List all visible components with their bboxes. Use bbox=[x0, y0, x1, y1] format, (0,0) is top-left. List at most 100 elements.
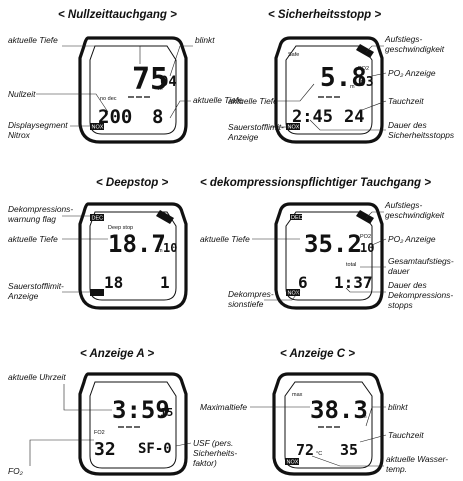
chip-text: NOX bbox=[288, 125, 300, 131]
depth-value: 35.2 bbox=[304, 230, 362, 258]
deco-flag-text: DEC bbox=[291, 215, 303, 221]
label-gesamtaufstiegs: Gesamtaufstiegs- bbox=[388, 256, 454, 266]
depth-unit: m bbox=[350, 84, 355, 90]
temp-unit: °C bbox=[316, 451, 322, 457]
ascent-rate-bar bbox=[356, 44, 374, 58]
label-aktuelle-uhrzeit: aktuelle Uhrzeit bbox=[8, 372, 66, 382]
dive-time: 8 bbox=[152, 106, 163, 128]
dive-computer-display: 75 m 04 no dec 200 8 NOX bbox=[78, 36, 188, 144]
label-aktuelle-tiefe: aktuelle Tiefe bbox=[200, 234, 250, 244]
dive-time: 24 bbox=[344, 107, 364, 127]
time-value: 3:59 bbox=[112, 396, 170, 424]
nitrox-segment bbox=[90, 123, 104, 130]
label-po2-anzeige: PO₂ Anzeige bbox=[388, 234, 436, 244]
depth-unit: m bbox=[356, 248, 361, 254]
panel-anzeige-c: < Anzeige C > max 38.3 m 72 °C 35 NOX Ma… bbox=[200, 348, 448, 476]
deco-flag bbox=[290, 214, 302, 220]
panel-title: < Sicherheitsstopp > bbox=[268, 9, 381, 21]
deco-depth: 6 bbox=[298, 273, 308, 292]
deep-stop-depth: 18 bbox=[104, 273, 123, 292]
max-header: max bbox=[292, 392, 303, 398]
dive-time-value: 35 bbox=[340, 441, 358, 459]
label-maximaltiefe: Maximaltiefe bbox=[200, 402, 247, 412]
label-usf: USF (pers. bbox=[193, 438, 233, 448]
panel-deepstop: < Deepstop > DEC Deep stop 18.7 m 10 18 … bbox=[7, 177, 188, 310]
ascent-rate-bar bbox=[356, 210, 374, 224]
label-aktuelle-tiefe: aktuelle Tiefe bbox=[228, 96, 278, 106]
dive-computer-display: DEC 35.2 m PO2 10 total 6 1:37 NOX bbox=[274, 202, 384, 310]
label-stopps: stopps bbox=[388, 300, 413, 310]
label-geschwindigkeit: geschwindigkeit bbox=[385, 44, 445, 54]
label-anzeige: Anzeige bbox=[7, 291, 39, 301]
label-warnung-flag: warnung flag bbox=[8, 214, 56, 224]
label-dekompressions: Dekompressions- bbox=[8, 204, 73, 214]
panel-title: < Anzeige C > bbox=[280, 348, 355, 360]
label-fo2: FO₂ bbox=[8, 466, 24, 476]
deco-warning-flag bbox=[90, 214, 104, 221]
po2-value: 03 bbox=[358, 75, 374, 90]
dive-computer-display: DEC Deep stop 18.7 m 10 18 1 bbox=[78, 202, 188, 310]
label-sauerstofflimit: Sauerstofflimit- bbox=[8, 281, 64, 291]
safe-stop-header: Safe bbox=[288, 52, 299, 58]
label-sionstiefe: sionstiefe bbox=[228, 299, 264, 309]
oxygen-limit-segment bbox=[285, 458, 299, 465]
label-dauer-des: Dauer des bbox=[388, 120, 427, 130]
dive-computer-display: Safe 5.8 m PO2 03 2:45 24 NOX bbox=[274, 36, 384, 144]
label-aktuelle-tiefe-2: aktuelle Tiefe bbox=[193, 95, 243, 105]
label-aktuelle-tiefe: aktuelle Tiefe bbox=[8, 35, 58, 45]
label-sicherheitsstopps: Sicherheitsstopps bbox=[388, 130, 455, 140]
oxygen-limit-segment bbox=[90, 289, 104, 296]
label-temp: temp. bbox=[386, 464, 407, 474]
ascent-rate-bar bbox=[156, 210, 174, 224]
label-aktuelle-tiefe: aktuelle Tiefe bbox=[8, 234, 58, 244]
usf-value: SF-0 bbox=[138, 441, 172, 457]
label-dekompressions: Dekompressions- bbox=[388, 290, 453, 300]
total-text: total bbox=[346, 262, 356, 268]
panel-title: < Nullzeittauchgang > bbox=[58, 9, 177, 21]
depth-unit: m bbox=[158, 86, 163, 92]
panel-title: < Anzeige A > bbox=[80, 348, 154, 360]
po2-label: PO2 bbox=[358, 66, 369, 72]
label-geschwindigkeit: geschwindigkeit bbox=[385, 210, 445, 220]
chip-text: NOX bbox=[288, 291, 300, 297]
nitrox-chip-text: NOX bbox=[92, 125, 104, 131]
dive-computer-display: max 38.3 m 72 °C 35 NOX bbox=[272, 372, 384, 476]
label-wassertemp: aktuelle Wasser- bbox=[386, 454, 448, 464]
no-dec-text: no dec bbox=[100, 96, 117, 102]
safety-stop-duration: 2:45 bbox=[292, 107, 333, 127]
po2-value: 04 bbox=[160, 74, 177, 90]
seconds-value: 15 bbox=[160, 406, 173, 419]
po2-label: PO2 bbox=[360, 234, 371, 240]
oxygen-limit-segment bbox=[286, 289, 300, 296]
label-tauchzeit: Tauchzeit bbox=[388, 430, 424, 440]
depth-unit: m bbox=[158, 248, 163, 254]
oxygen-limit-segment bbox=[286, 123, 300, 130]
label-blinkt: blinkt bbox=[195, 35, 215, 45]
panel-title: < dekompressionspflichtiger Tauchgang > bbox=[200, 177, 431, 189]
depth-value: 5.8 bbox=[320, 63, 367, 93]
label-sicherheits: Sicherheits- bbox=[193, 448, 237, 458]
label-nullzeit: Nullzeit bbox=[8, 89, 36, 99]
panel-title: < Deepstop > bbox=[96, 177, 169, 189]
deco-stop-time: 1:37 bbox=[334, 273, 373, 292]
fo2-label: FO2 bbox=[94, 430, 105, 436]
label-anzeige: Anzeige bbox=[227, 132, 259, 142]
panel-dekompressionspflichtiger-tauchgang: < dekompressionspflichtiger Tauchgang > … bbox=[200, 177, 454, 310]
panel-nullzeittauchgang: < Nullzeittauchgang > 75 m 04 no dec 200… bbox=[8, 9, 243, 144]
po2-value: 10 bbox=[360, 241, 374, 255]
label-nitrox: Nitrox bbox=[8, 130, 31, 140]
panel-sicherheitsstopp: < Sicherheitsstopp > Safe 5.8 m PO2 03 2… bbox=[227, 9, 455, 144]
po2-value: 10 bbox=[163, 241, 177, 255]
label-blinkt: blinkt bbox=[388, 402, 408, 412]
deco-flag-text: DEC bbox=[92, 216, 104, 222]
label-faktor: faktor) bbox=[193, 458, 217, 468]
label-aufstiegs: Aufstiegs- bbox=[384, 200, 422, 210]
depth-unit: m bbox=[362, 414, 367, 420]
panel-anzeige-a: < Anzeige A > 3:59 15 FO2 32 SF-0 aktuel… bbox=[8, 348, 237, 476]
fo2-value: 32 bbox=[94, 439, 116, 460]
depth-value: 18.7 bbox=[108, 230, 166, 258]
label-aufstiegs: Aufstiegs- bbox=[384, 34, 422, 44]
dive-computer-display: 3:59 15 FO2 32 SF-0 bbox=[78, 372, 188, 476]
label-po2-anzeige: PO₂ Anzeige bbox=[388, 68, 436, 78]
